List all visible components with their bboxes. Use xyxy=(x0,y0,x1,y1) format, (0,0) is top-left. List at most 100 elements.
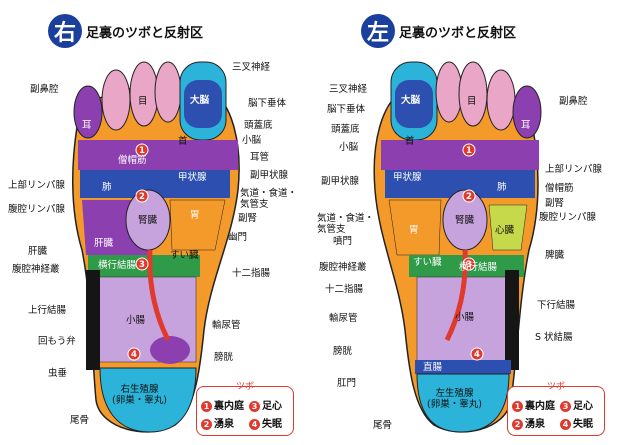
left-label-joubu-lymph: 上部リンパ腺 xyxy=(545,164,603,175)
right-zone-hai: 肺 xyxy=(102,182,112,193)
left-foot-panel: 左 足裏のツボと反射区 1 2 3 4 大脳 目 耳 首 甲状腺 肺 胃 腎臓 … xyxy=(309,0,617,445)
left-descending-colon xyxy=(505,270,519,370)
left-toe-5 xyxy=(512,85,542,139)
right-label-shounou: 小脳 xyxy=(242,135,262,146)
left-big-toe-brain xyxy=(395,80,433,128)
right-tsubo-4-num: 4 xyxy=(131,350,137,360)
left-foot-diagram: 1 2 3 4 xyxy=(373,61,542,433)
right-tsubo-4 xyxy=(127,347,141,361)
right-foot-panel: 右 足裏のツボと反射区 xyxy=(0,0,308,445)
right-zone-kubi: 首 xyxy=(178,136,188,147)
right-title: 足裏のツボと反射区 xyxy=(86,26,204,41)
right-label-joubu-lymph: 上部リンパ腺 xyxy=(8,180,66,191)
right-tsubo-2 xyxy=(135,189,149,203)
right-label-kaimoben: 回もう弁 xyxy=(38,336,76,347)
right-label-kikan: 気道・食道・ 気管支 xyxy=(240,188,298,210)
left-label-sjou: S 状結腸 xyxy=(535,332,573,343)
left-label-soubouken: 僧帽筋 xyxy=(545,183,574,194)
right-zone-soubouken: 僧帽筋 xyxy=(118,155,147,166)
right-label-toogaitei: 頭蓋底 xyxy=(244,120,273,131)
right-label-juunishichou: 十二指腸 xyxy=(232,268,271,279)
right-shoulder-band xyxy=(78,140,238,170)
right-label-bikotsu: 尾骨 xyxy=(70,415,90,426)
left-zone-suizou: すい臓 xyxy=(413,257,442,268)
right-big-toe-brain xyxy=(184,80,222,128)
left-label-juunishichou: 十二指腸 xyxy=(325,284,364,295)
right-zone-me: 目 xyxy=(138,96,148,107)
right-toe-2 xyxy=(154,61,182,123)
left-label-bikotsu: 尾骨 xyxy=(373,420,393,431)
left-tsubo-3-num: 3 xyxy=(466,260,472,270)
left-zone-hai: 肺 xyxy=(497,182,507,193)
left-label-fukoujousen: 副甲状腺 xyxy=(321,176,360,187)
left-tsubo-1-num: 1 xyxy=(466,146,472,156)
left-tsubo-4 xyxy=(470,347,484,361)
left-zone-mimi: 耳 xyxy=(521,120,531,131)
left-label-kikan: 気道・食道・ 気管支 xyxy=(317,213,375,235)
left-title: 足裏のツボと反射区 xyxy=(399,26,517,41)
right-tsubo-3 xyxy=(135,257,149,271)
left-zone-i: 胃 xyxy=(409,225,419,236)
left-zone-shinzou: 心臓 xyxy=(495,225,515,236)
left-label-hizou: 脾臓 xyxy=(545,250,565,261)
left-label-fukubu-lymph: 腹腔リンパ腺 xyxy=(539,212,597,223)
left-tsubo-4-num: 4 xyxy=(474,350,480,360)
left-zone-kubi: 首 xyxy=(405,136,415,147)
right-toe-4 xyxy=(101,69,131,131)
left-label-sanshashinkei: 三叉神経 xyxy=(329,84,368,95)
left-heart-zone xyxy=(488,204,528,251)
left-label-fukujin: 副腎 xyxy=(545,198,565,209)
right-ascending-colon xyxy=(86,270,100,370)
left-tsubo-2-num: 2 xyxy=(466,192,472,202)
left-tsubo-1 xyxy=(462,143,476,157)
right-zone-jinzou: 腎臓 xyxy=(138,215,158,226)
right-zone-suizou: すい臓 xyxy=(170,250,199,261)
left-label-toogaitei: 頭蓋底 xyxy=(331,124,360,135)
right-label-joukouketchou: 上行結腸 xyxy=(28,305,67,316)
left-label-koumon: 肛門 xyxy=(337,378,357,389)
left-label-fukubikou: 副鼻腔 xyxy=(559,96,588,107)
left-zone-kou: 甲状腺 xyxy=(393,172,422,183)
left-tsubo-2 xyxy=(462,189,476,203)
right-label-fukujin: 副腎 xyxy=(238,213,258,224)
right-toe-3 xyxy=(129,61,159,127)
right-zone-kanzou: 肝臓 xyxy=(94,238,114,249)
right-heel-zone xyxy=(99,367,197,433)
left-toe-2 xyxy=(435,61,463,123)
right-label-fukoujousen: 副甲状腺 xyxy=(250,170,289,181)
right-label-nyoukan: 輸尿管 xyxy=(212,320,241,331)
left-zone-oukou: 横行結腸 xyxy=(459,262,498,273)
right-label-jikan: 耳管 xyxy=(250,152,270,163)
right-tsubo-1-num: 1 xyxy=(139,146,145,156)
left-legend-title: ツボ xyxy=(546,382,565,392)
right-tsubo-1 xyxy=(135,143,149,157)
left-label-noukasuitai: 脳下垂体 xyxy=(327,104,366,115)
right-zone-daino: 大脳 xyxy=(190,95,210,106)
right-zone-oukou: 横行結腸 xyxy=(98,260,137,271)
right-toe-5 xyxy=(73,85,103,139)
left-toe-4 xyxy=(486,69,516,131)
right-tsubo-3-num: 3 xyxy=(139,260,145,270)
right-label-chuusui: 虫垂 xyxy=(48,368,68,379)
left-zone-daino: 大脳 xyxy=(401,95,421,106)
left-zone-chokuchou: 直腸 xyxy=(423,362,443,373)
right-zone-i: 胃 xyxy=(190,210,200,221)
right-stomach-zone xyxy=(169,199,226,251)
right-label-fukku: 腹腔神経叢 xyxy=(12,264,60,275)
right-label-fukubikou: 副鼻腔 xyxy=(30,84,59,95)
right-foot-diagram: 1 2 3 4 xyxy=(72,61,240,433)
right-label-fumon: 幽門 xyxy=(228,232,248,243)
left-badge: 左 xyxy=(361,14,395,48)
right-label-fukubu-lymph: 腹腔リンパ腺 xyxy=(8,204,66,215)
right-zone-seishoku: 右生殖腺 (卵巣・睾丸) xyxy=(112,384,167,406)
left-zone-jinzou: 腎臓 xyxy=(455,215,475,226)
left-tsubo-3 xyxy=(462,257,476,271)
right-label-sanshashinkei: 三叉神経 xyxy=(232,62,271,73)
left-rectum xyxy=(415,360,511,374)
